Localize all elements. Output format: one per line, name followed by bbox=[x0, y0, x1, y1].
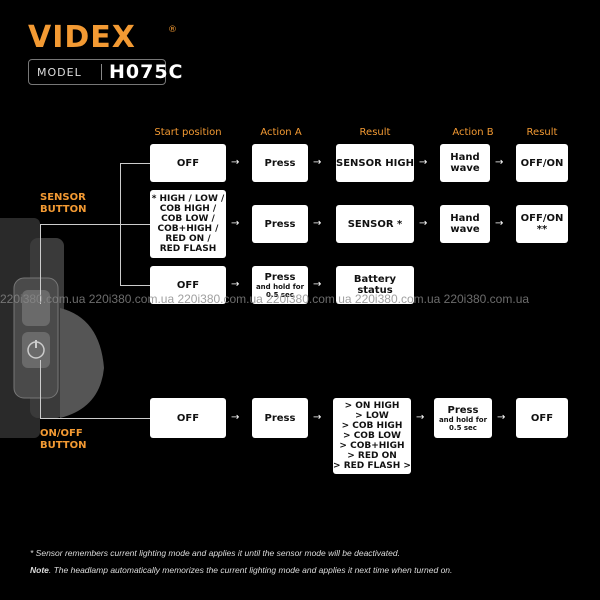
arrow-icon: → bbox=[495, 157, 504, 168]
footnote-sensor: * Sensor remembers current lighting mode… bbox=[30, 548, 400, 558]
arrow-icon: → bbox=[231, 412, 240, 423]
arrow-icon: → bbox=[231, 279, 240, 290]
column-action-b: Action B bbox=[452, 127, 494, 138]
row2-result-box: SENSOR * bbox=[336, 205, 414, 243]
watermark: 220i380.com.ua 220i380.com.ua 220i380.co… bbox=[0, 292, 530, 306]
row4-start-box: OFF bbox=[150, 398, 226, 438]
column-result: Result bbox=[359, 127, 391, 138]
arrow-icon: → bbox=[419, 157, 428, 168]
model-divider bbox=[101, 64, 102, 80]
arrow-icon: → bbox=[231, 218, 240, 229]
arrow-icon: → bbox=[313, 218, 322, 229]
row1-result2-box: OFF/ON bbox=[516, 144, 568, 182]
arrow-icon: → bbox=[313, 412, 322, 423]
arrow-icon: → bbox=[495, 218, 504, 229]
videx-logo: VIDEX ® bbox=[28, 20, 177, 52]
model-badge: MODEL H075C bbox=[28, 59, 183, 85]
sensor-button-label: SENSOR BUTTON bbox=[40, 192, 87, 215]
arrow-icon: → bbox=[231, 157, 240, 168]
row4-result-box: > ON HIGH > LOW > COB HIGH > COB LOW > C… bbox=[333, 398, 411, 474]
column-action-a: Action A bbox=[260, 127, 302, 138]
logo-text: VIDEX bbox=[28, 20, 136, 52]
arrow-icon: → bbox=[497, 412, 506, 423]
model-label: MODEL bbox=[37, 66, 82, 79]
arrow-icon: → bbox=[416, 412, 425, 423]
row4-action-a-box: Press bbox=[252, 398, 308, 438]
column-result-2: Result bbox=[526, 127, 558, 138]
arrow-icon: → bbox=[313, 157, 322, 168]
row4-result2-box: OFF bbox=[516, 398, 568, 438]
row3-start-box: OFF bbox=[150, 266, 226, 304]
onoff-button-label: ON/OFF BUTTON bbox=[40, 428, 87, 451]
sensor-button-shape bbox=[22, 290, 50, 326]
registered-mark: ® bbox=[168, 25, 177, 35]
footnote-note: Note. The headlamp automatically memoriz… bbox=[30, 565, 453, 575]
arrow-icon: → bbox=[313, 279, 322, 290]
power-button-shape bbox=[22, 332, 50, 368]
row1-start-box: OFF bbox=[150, 144, 226, 182]
row1-action-a-box: Press bbox=[252, 144, 308, 182]
row2-result2-box: OFF/ON ** bbox=[516, 205, 568, 243]
row4-action-b-box: Press and hold for 0.5 sec bbox=[434, 398, 492, 438]
column-start-position: Start position bbox=[154, 127, 222, 138]
model-value: H075C bbox=[109, 61, 184, 83]
row2-start-box: * HIGH / LOW / COB HIGH / COB LOW / COB+… bbox=[150, 190, 226, 258]
row2-action-a-box: Press bbox=[252, 205, 308, 243]
arrow-icon: → bbox=[419, 218, 428, 229]
row1-result-box: SENSOR HIGH bbox=[336, 144, 414, 182]
row3-action-a-box: Press and hold for 0.5 sec bbox=[252, 266, 308, 304]
headlamp-illustration bbox=[0, 218, 104, 438]
